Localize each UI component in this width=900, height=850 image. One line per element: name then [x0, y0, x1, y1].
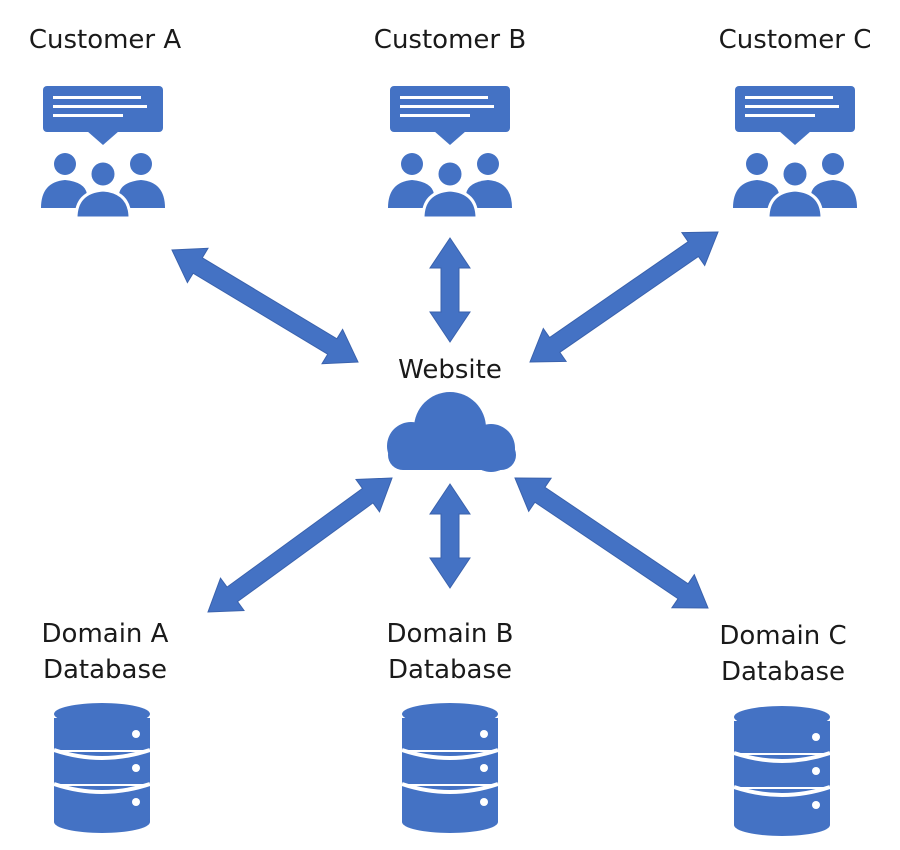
domain-a-name: Domain A [41, 619, 169, 649]
cloud-icon [387, 392, 516, 472]
customer-b-label: Customer B [373, 25, 527, 55]
arrow-customer-b-website [429, 237, 471, 343]
domain-c-name: Domain C [719, 621, 847, 651]
customer-group-icon [733, 86, 857, 220]
arrow-customer-c-website [529, 231, 719, 363]
domain-c-subtitle: Database [720, 657, 846, 687]
customer-group-icon [388, 86, 512, 220]
arrow-website-domain-c [514, 477, 709, 609]
domain-a-database-label: Domain A Database [15, 616, 195, 688]
customer-a-label: Customer A [28, 25, 182, 55]
domain-c-database-label: Domain C Database [693, 618, 873, 690]
domain-b-subtitle: Database [387, 655, 513, 685]
website-label: Website [398, 355, 502, 385]
domain-a-subtitle: Database [42, 655, 168, 685]
domain-b-name: Domain B [386, 619, 514, 649]
database-icon [53, 703, 151, 833]
domain-b-database-label: Domain B Database [360, 616, 540, 688]
database-icon [401, 703, 499, 833]
arrow-customer-a-website [171, 247, 359, 365]
arrows [171, 231, 719, 613]
customer-group-icon [41, 86, 165, 220]
arrow-website-domain-b [429, 483, 471, 589]
customer-c-label: Customer C [718, 25, 872, 55]
arrow-website-domain-a [207, 477, 393, 613]
database-icon [733, 706, 831, 836]
